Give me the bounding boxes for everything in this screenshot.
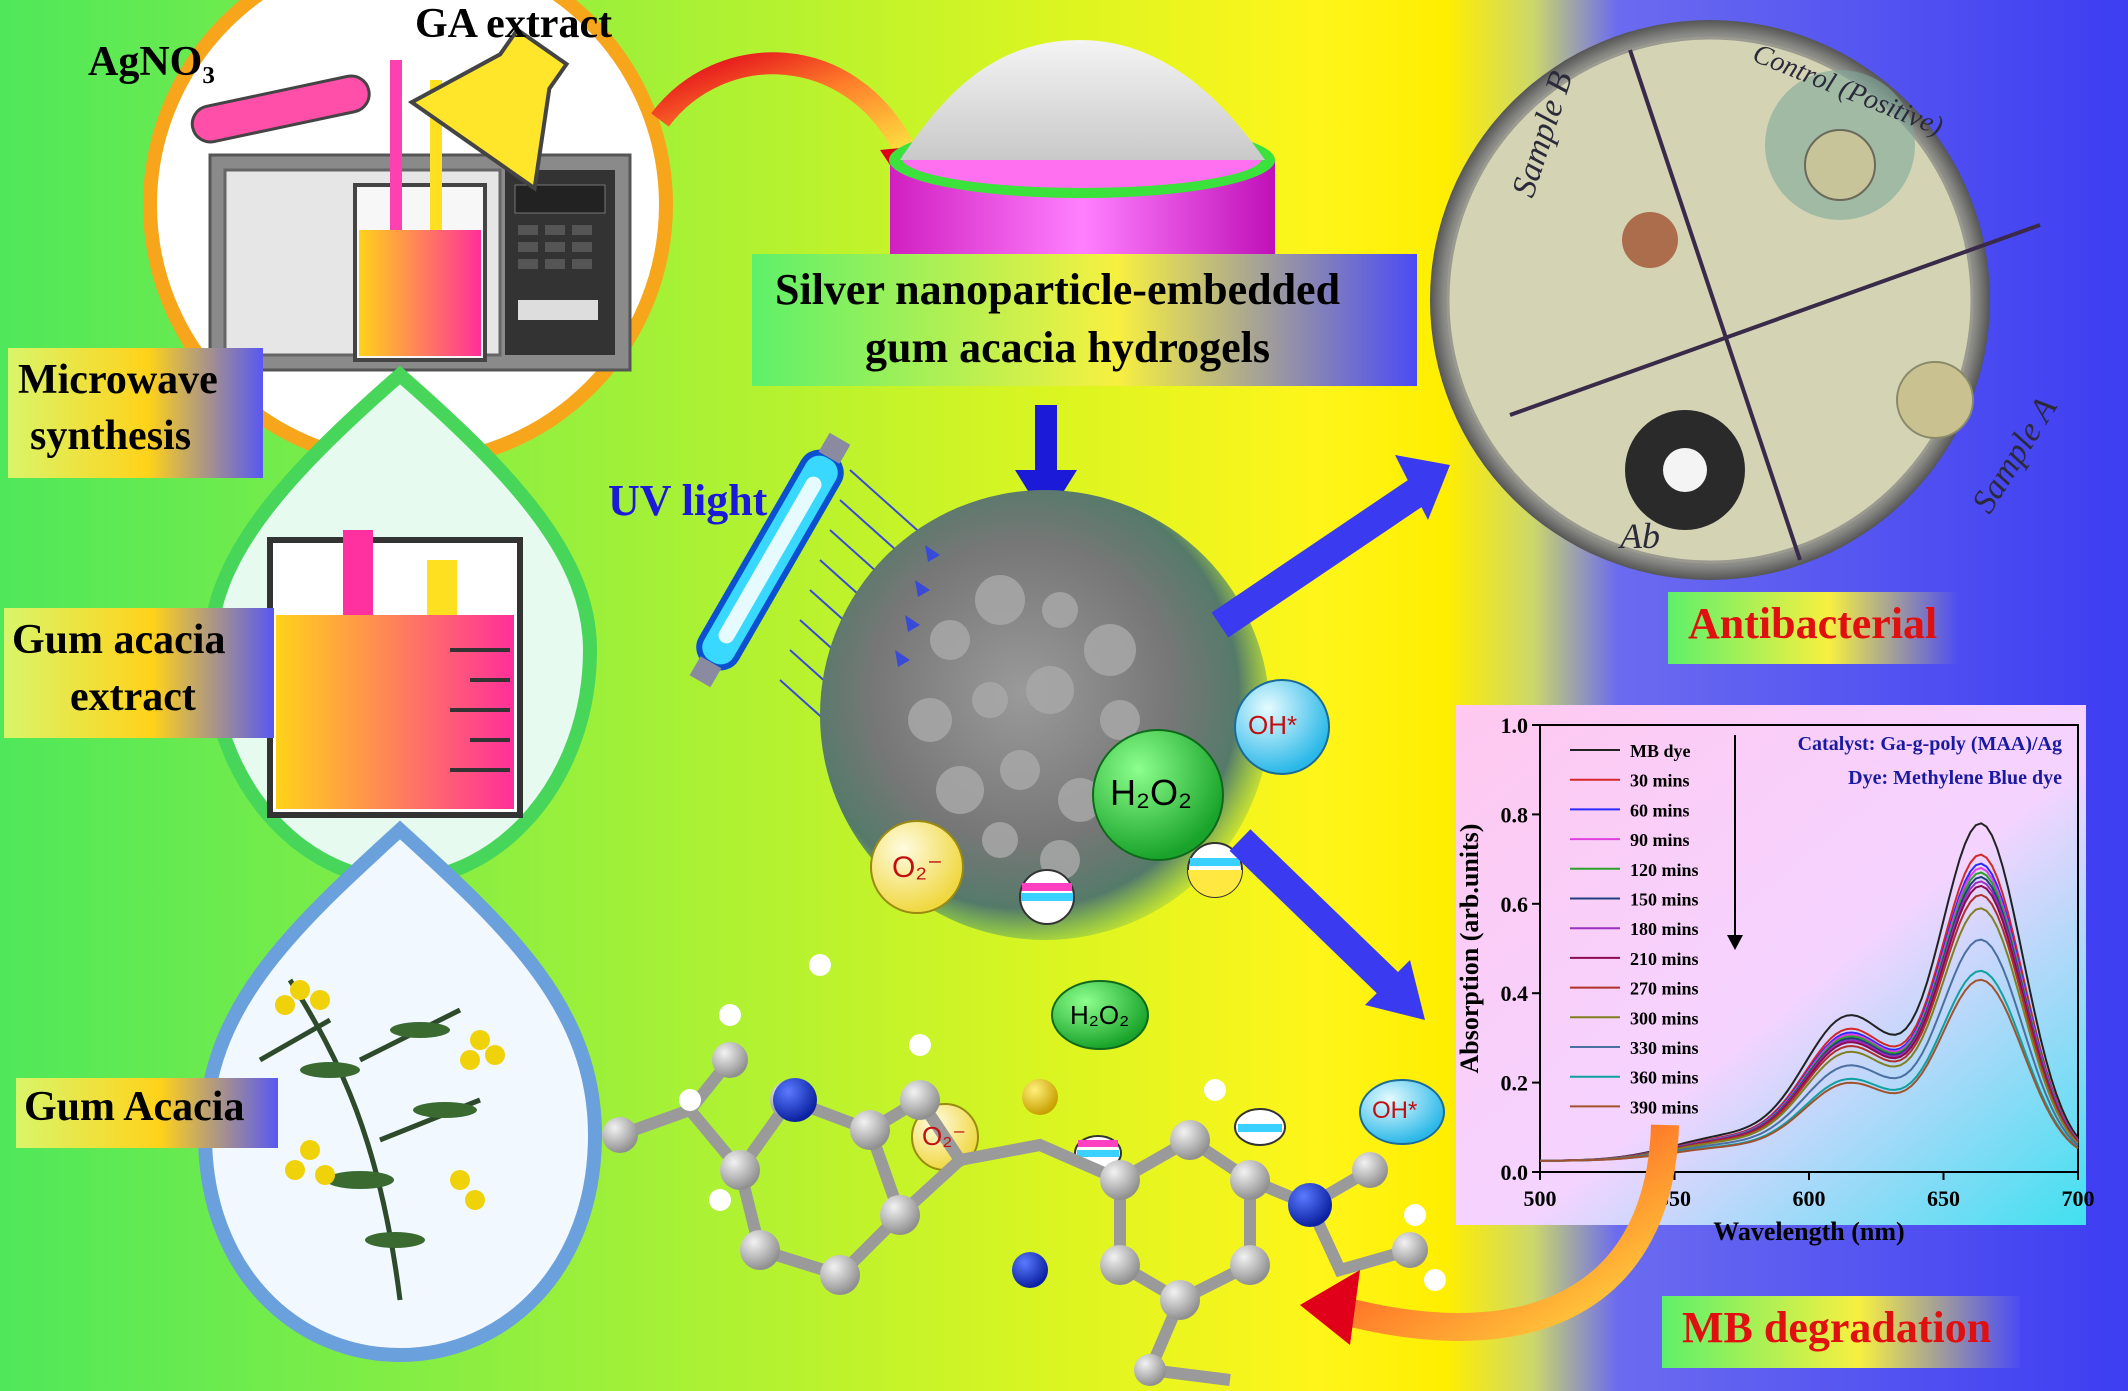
x-tick-label: 650 [1927, 1186, 1960, 1211]
legend-label: 60 mins [1630, 800, 1690, 820]
superoxide-label: O₂⁻ [892, 851, 943, 884]
legend-label: 360 mins [1630, 1068, 1699, 1088]
legend-label: 150 mins [1630, 890, 1699, 910]
time-arrow-head [1727, 935, 1743, 950]
x-tick-label: 600 [1793, 1186, 1826, 1211]
legend-label: MB dye [1630, 741, 1691, 761]
y-tick-label: 0.2 [1501, 1071, 1529, 1096]
title-line1: Silver nanoparticle-embedded [775, 265, 1341, 314]
legend-label: 300 mins [1630, 1008, 1699, 1028]
gum-extract-label-line1: Gum acacia [12, 617, 226, 663]
microwave-label-line1: Microwave [18, 357, 218, 403]
plant-panel [197, 820, 603, 1363]
y-tick-label: 1.0 [1501, 713, 1529, 738]
petri-dish [1430, 20, 2041, 580]
superoxide-label-2: O₂⁻ [922, 1121, 967, 1151]
uv-lamp [689, 432, 851, 688]
mb-degradation-label: MB degradation [1682, 1303, 1992, 1352]
agno3-label: AgNO₃ [88, 39, 215, 85]
y-tick-label: 0.0 [1501, 1160, 1529, 1185]
gum-extract-label-line2: extract [70, 674, 196, 720]
chart-annotation: Dye: Methylene Blue dye [1848, 767, 2062, 789]
curved-arrow-from-chart [1336, 1124, 1679, 1341]
extract-panel [202, 365, 598, 888]
legend-label: 330 mins [1630, 1038, 1699, 1058]
legend-label: 180 mins [1630, 919, 1699, 939]
gum-acacia-box [16, 1078, 278, 1148]
legend-label: 390 mins [1630, 1097, 1699, 1117]
microwave-label-line2: synthesis [30, 413, 192, 459]
uv-light-label: UV light [608, 476, 768, 525]
legend-label: 210 mins [1630, 949, 1699, 969]
x-tick-label: 500 [1524, 1186, 1557, 1211]
curved-arrow-from-chart-head [1300, 1270, 1360, 1345]
legend-label: 120 mins [1630, 860, 1699, 880]
series-line [1540, 978, 2079, 1162]
methylene-blue-molecule [602, 954, 1446, 1386]
y-tick-label: 0.6 [1501, 892, 1529, 917]
title-box [752, 254, 1417, 386]
curved-arrow-to-hydrogel [651, 52, 915, 156]
arrow-to-antibacterial [1211, 455, 1450, 638]
chart-background [1456, 705, 2086, 1225]
x-tick-label: 700 [2062, 1186, 2095, 1211]
ga-extract-label: GA extract [415, 1, 613, 47]
microwave-synthesis-box [8, 348, 263, 478]
microwave-panel [143, 0, 673, 470]
chart-annotation: Catalyst: Ga-g-poly (MAA)/Ag [1798, 733, 2062, 755]
legend-label: 270 mins [1630, 979, 1699, 999]
oh-radical-label: OH* [1248, 710, 1298, 740]
legend-label: 90 mins [1630, 830, 1690, 850]
antibacterial-label: Antibacterial [1688, 599, 1938, 648]
gum-acacia-extract-box [4, 608, 274, 738]
oh-radical-label-2: OH* [1372, 1097, 1418, 1124]
h2o2-label-large: H₂O₂ [1110, 772, 1192, 813]
mb-degradation-box [1662, 1296, 2020, 1368]
y-tick-label: 0.8 [1501, 802, 1529, 827]
h2o2-label-small: H₂O₂ [1070, 1000, 1130, 1030]
arrow-to-degradation [1229, 829, 1425, 1020]
y-axis-label: Absorption (arb.units) [1455, 824, 1484, 1074]
gum-acacia-label: Gum Acacia [24, 1084, 245, 1130]
y-tick-label: 0.4 [1501, 981, 1529, 1006]
petri-ab: Ab [1620, 516, 1660, 556]
x-axis-label: Wavelength (nm) [1713, 1217, 1904, 1246]
legend-label: 30 mins [1630, 771, 1690, 791]
antibacterial-box [1668, 592, 1960, 664]
title-line2: gum acacia hydrogels [865, 323, 1270, 372]
